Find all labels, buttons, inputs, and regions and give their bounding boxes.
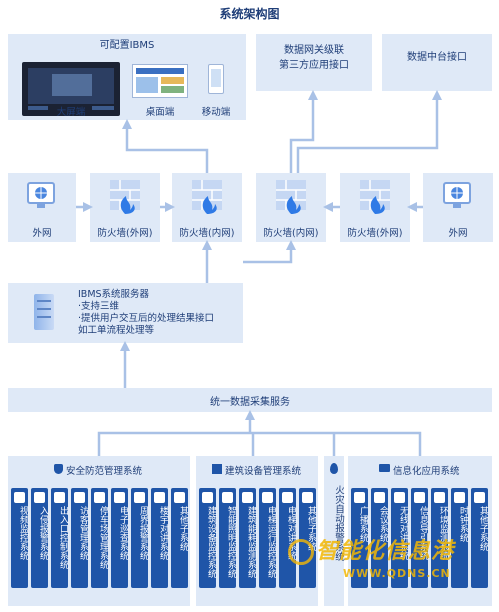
ibms-clients-title: 可配置IBMS (99, 40, 155, 51)
subsystem-column: 出入口控制系统 (51, 488, 68, 588)
subsystem-column: 广播系统 (351, 488, 368, 588)
data-platform-panel: 数据中台接口 (382, 34, 492, 91)
fire-group-title: 火灾自动报警系统 (333, 485, 344, 561)
visitor-icon (74, 492, 85, 503)
connector-fw-to-third-party (289, 90, 318, 173)
subsystem-column: 智能照明监控系统 (219, 488, 236, 588)
broadcast-icon (354, 492, 365, 503)
subsystem-column: 入侵报警系统 (31, 488, 48, 588)
parking-icon (94, 492, 105, 503)
server-title: IBMS系统服务器 (78, 289, 150, 300)
watermark-logo: 智能化信息港 WWW.QDNS.CN (288, 533, 488, 593)
ibms-server-panel: IBMS系统服务器 ·支持三维 ·提供用户交互后的处理结果接口 如工单流程处理等 (8, 283, 243, 343)
data-platform-label: 数据中台接口 (407, 52, 467, 63)
subsystem-column: 其他子系统 (471, 488, 488, 588)
building-group-title: 建筑设备管理系统 (225, 466, 302, 477)
desktop-label: 桌面端 (145, 107, 175, 118)
monitor-icon (379, 464, 390, 472)
subsystem-column: 时钟系统 (451, 488, 468, 588)
collection-bar: 统一数据采集服务 (8, 388, 492, 412)
subsystem-column: 周界报警系统 (131, 488, 148, 588)
globe-icon (443, 182, 471, 208)
subsystem-column: 视频监控系统 (11, 488, 28, 588)
left-external-label: 外网 (32, 228, 52, 239)
environment-icon (434, 492, 445, 503)
connector-groups-bus (97, 431, 422, 456)
equipment-icon (202, 492, 213, 503)
collection-label: 统一数据采集服务 (210, 397, 290, 408)
subsystem-column: 建筑设备监控系统 (199, 488, 216, 588)
building-icon (212, 464, 222, 474)
connector-server-to-fw-right (243, 240, 296, 264)
video-icon (14, 492, 25, 503)
security-group-title: 安全防范管理系统 (66, 466, 143, 477)
firewall-icon (110, 180, 140, 214)
info-group-title: 信息化应用系统 (393, 466, 460, 477)
gateway-cascade-label: 数据网关级联 (284, 45, 344, 56)
patrol-icon (114, 492, 125, 503)
alarm-icon (34, 492, 45, 503)
subsystem-column: 环境监测系统 (431, 488, 448, 588)
clock-icon (454, 492, 465, 503)
server-feature-workflow: 如工单流程处理等 (78, 325, 155, 336)
globe-icon (27, 182, 55, 208)
firewall-icon (276, 180, 306, 214)
perimeter-icon (134, 492, 145, 503)
fire-group-panel (324, 456, 344, 606)
elevator-icon (262, 492, 273, 503)
grid-icon (174, 492, 185, 503)
subsystem-column: 其他子系统 (171, 488, 188, 588)
connector-fw-to-clients (122, 119, 209, 173)
elevator-intercom-icon (282, 492, 293, 503)
grid-icon (302, 492, 313, 503)
right-fw-ext-label: 防火墙(外网) (347, 228, 403, 239)
subsystem-column: 停车场管理系统 (91, 488, 108, 588)
page-title: 系统架构图 (219, 7, 280, 21)
ibms-clients-panel: 可配置IBMS 大屏端 桌面端 移动端 (8, 34, 246, 120)
intercom-icon (154, 492, 165, 503)
left-fw-int-label: 防火墙(内网) (179, 228, 235, 239)
subsystem-column: 建筑能耗监测系统 (239, 488, 256, 588)
big-screen-label: 大屏端 (56, 107, 86, 118)
subsystem-column: 信息导引系统 (411, 488, 428, 588)
firewall-icon (192, 180, 222, 214)
door-icon (54, 492, 65, 503)
subsystem-column: 会议系统 (371, 488, 388, 588)
lighting-icon (222, 492, 233, 503)
meeting-icon (374, 492, 385, 503)
radio-icon (394, 492, 405, 503)
watermark-cn: 智能化信息港 (316, 538, 455, 564)
subsystem-column: 电子巡查系统 (111, 488, 128, 588)
building-group-panel (196, 456, 318, 606)
grid-icon (474, 492, 485, 503)
third-party-panel: 数据网关级联 第三方应用接口 (256, 34, 372, 91)
server-feature-api: ·提供用户交互后的处理结果接口 (78, 313, 215, 324)
big-screen-image (22, 62, 120, 116)
subsystem-column: 电梯对讲系统 (279, 488, 296, 588)
server-feature-3d: ·支持三维 (78, 301, 120, 312)
desktop-image (132, 64, 188, 98)
subsystem-column: 楼宇对讲系统 (151, 488, 168, 588)
energy-icon (242, 492, 253, 503)
server-icon (34, 294, 54, 330)
right-external-label: 外网 (448, 228, 468, 239)
flame-icon (330, 463, 338, 474)
left-fw-ext-label: 防火墙(外网) (97, 228, 153, 239)
right-fw-int-label: 防火墙(内网) (263, 228, 319, 239)
third-party-api-label: 第三方应用接口 (279, 60, 349, 71)
watermark-en: WWW.QDNS.CN (343, 567, 451, 580)
subsystem-column: 无线对讲系统 (391, 488, 408, 588)
mobile-label: 移动端 (201, 107, 231, 118)
firewall-icon (360, 180, 390, 214)
subsystem-column: 电梯运行监控系统 (259, 488, 276, 588)
watermark-emblem (288, 539, 314, 565)
connector-fw-to-data-platform (296, 90, 442, 173)
shield-icon (54, 464, 63, 474)
mobile-image (208, 64, 224, 94)
subsystem-column: 访客管理系统 (71, 488, 88, 588)
guide-icon (414, 492, 425, 503)
